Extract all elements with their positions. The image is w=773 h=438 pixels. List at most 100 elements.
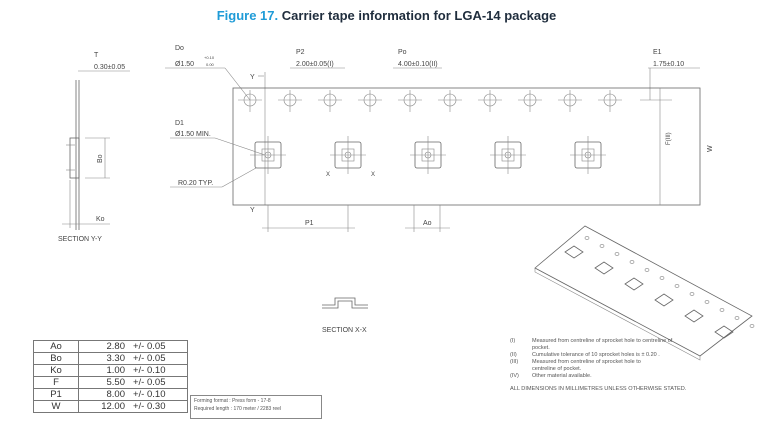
dim-value: 1.00 xyxy=(106,365,126,376)
e1-label: E1 xyxy=(653,49,662,56)
dim-tolerance: +/- 0.30 xyxy=(133,401,166,412)
iso-pocket xyxy=(564,245,584,259)
dim-tolerance: +/- 0.05 xyxy=(133,353,166,364)
dim-value: 3.30 xyxy=(106,353,126,364)
iso-hole xyxy=(674,284,680,288)
note-text: Cumulative tolerance of 10 sprocket hole… xyxy=(532,352,660,358)
dim-value-cell: 8.00 +/- 0.10 xyxy=(78,388,188,401)
sprocket-hole xyxy=(238,90,262,112)
note-text: Measured from centreline of sprocket hol… xyxy=(532,338,673,351)
d1-value: Ø1.50 MIN. xyxy=(175,131,211,138)
figure-title: Figure 17. Carrier tape information for … xyxy=(0,8,773,23)
pocket xyxy=(570,136,606,174)
iso-hole xyxy=(704,300,710,304)
iso-pocket xyxy=(594,261,614,275)
iso-hole xyxy=(584,236,590,240)
note: (II) Cumulative tolerance of 10 sprocket … xyxy=(510,352,750,359)
sprocket-hole xyxy=(398,90,422,112)
sprocket-hole xyxy=(478,90,502,112)
notes: (I) Measured from centreline of sprocket … xyxy=(510,338,750,393)
iso-pocket xyxy=(624,277,644,291)
pocket xyxy=(410,136,446,174)
iso-hole xyxy=(689,292,695,296)
forming-format-box: Forming format : Press form - 17-8 Requi… xyxy=(190,395,322,419)
pockets xyxy=(250,136,606,174)
r-value: R0.20 TYP. xyxy=(178,180,213,187)
do-label: Do xyxy=(175,45,184,52)
sprocket-hole xyxy=(318,90,342,112)
dim-tolerance: +/- 0.10 xyxy=(133,365,166,376)
figure-number: Figure 17. xyxy=(216,8,279,23)
dim-value: 5.50 xyxy=(106,377,126,388)
note-ref: (IV) xyxy=(510,373,519,379)
f-label: F(III) xyxy=(666,132,672,145)
dim-key: P1 xyxy=(33,388,79,401)
iso-pocket xyxy=(684,309,704,323)
all-dimensions-note: ALL DIMENSIONS IN MILLIMETRES UNLESS OTH… xyxy=(510,386,687,392)
dim-key: Ko xyxy=(33,364,79,377)
sprocket-hole xyxy=(518,90,542,112)
note-text: Other material available. xyxy=(532,373,592,379)
dim-value: 12.00 xyxy=(101,401,125,412)
po-value: 4.00±0.10(II) xyxy=(398,61,438,68)
dim-value-cell: 12.00 +/- 0.30 xyxy=(78,400,188,413)
section-xx: SECTION X-X xyxy=(322,297,368,334)
section-xx-label: SECTION X-X xyxy=(322,327,367,334)
dim-key: W xyxy=(33,400,79,413)
dim-value-cell: 3.30 +/- 0.05 xyxy=(78,352,188,365)
p1-label: P1 xyxy=(305,220,314,227)
x-label-left: X xyxy=(326,172,330,178)
ko-label: Ko xyxy=(96,216,105,223)
table-row: F 5.50 +/- 0.05 xyxy=(33,376,188,389)
note-text: Measured from centreline of sprocket hol… xyxy=(532,359,641,372)
table-row: Ko 1.00 +/- 0.10 xyxy=(33,364,188,377)
note-ref: (III) xyxy=(510,359,519,365)
sprocket-holes xyxy=(238,90,622,112)
table-row: P1 8.00 +/- 0.10 xyxy=(33,388,188,401)
isometric-tape-view xyxy=(534,225,755,361)
bo-label: Bo xyxy=(97,154,104,163)
sprocket-hole xyxy=(438,90,462,112)
iso-hole xyxy=(659,276,665,280)
dim-key: Ao xyxy=(33,340,79,353)
iso-hole xyxy=(629,260,635,264)
dim-value-cell: 1.00 +/- 0.10 xyxy=(78,364,188,377)
forming-line-2: Required length : 170 meter / 2283 reel xyxy=(194,406,281,412)
t-label: T xyxy=(94,52,99,59)
dim-value-cell: 5.50 +/- 0.05 xyxy=(78,376,188,389)
dim-value-cell: 2.80 +/- 0.05 xyxy=(78,340,188,353)
sprocket-hole xyxy=(278,90,302,112)
dim-tolerance: +/- 0.10 xyxy=(133,389,166,400)
dim-key: F xyxy=(33,376,79,389)
dim-value: 2.80 xyxy=(106,341,126,352)
iso-pocket xyxy=(654,293,674,307)
iso-hole xyxy=(644,268,650,272)
section-yy-label: SECTION Y-Y xyxy=(58,236,102,243)
note-ref: (I) xyxy=(510,338,516,344)
y-label-bottom: Y xyxy=(250,207,255,214)
pocket xyxy=(490,136,526,174)
dim-tolerance: +/- 0.05 xyxy=(133,377,166,388)
note: (IV) Other material available. xyxy=(510,373,750,380)
p2-value: 2.00±0.05(I) xyxy=(296,61,334,68)
iso-hole xyxy=(749,324,755,328)
table-row: W 12.00 +/- 0.30 xyxy=(33,400,188,413)
w-label: W xyxy=(707,145,714,152)
table-row: Ao 2.80 +/- 0.05 xyxy=(33,340,188,353)
iso-hole xyxy=(719,308,725,312)
pocket xyxy=(330,136,366,174)
sprocket-hole xyxy=(598,90,622,112)
do-tol-plus: +0.10 xyxy=(204,55,215,60)
iso-hole xyxy=(614,252,620,256)
tape-top-view: Do Ø1.50 +0.10 0.00 P2 2.00±0.05(I) Po 4… xyxy=(165,45,714,232)
iso-hole xyxy=(599,244,605,248)
sprocket-hole xyxy=(358,90,382,112)
dim-value: 8.00 xyxy=(106,389,126,400)
do-tol-minus: 0.00 xyxy=(206,62,215,67)
dim-tolerance: +/- 0.05 xyxy=(133,341,166,352)
forming-line-1: Forming format : Press form - 17-8 xyxy=(194,398,271,404)
po-label: Po xyxy=(398,49,407,56)
note-ref: (II) xyxy=(510,352,517,358)
